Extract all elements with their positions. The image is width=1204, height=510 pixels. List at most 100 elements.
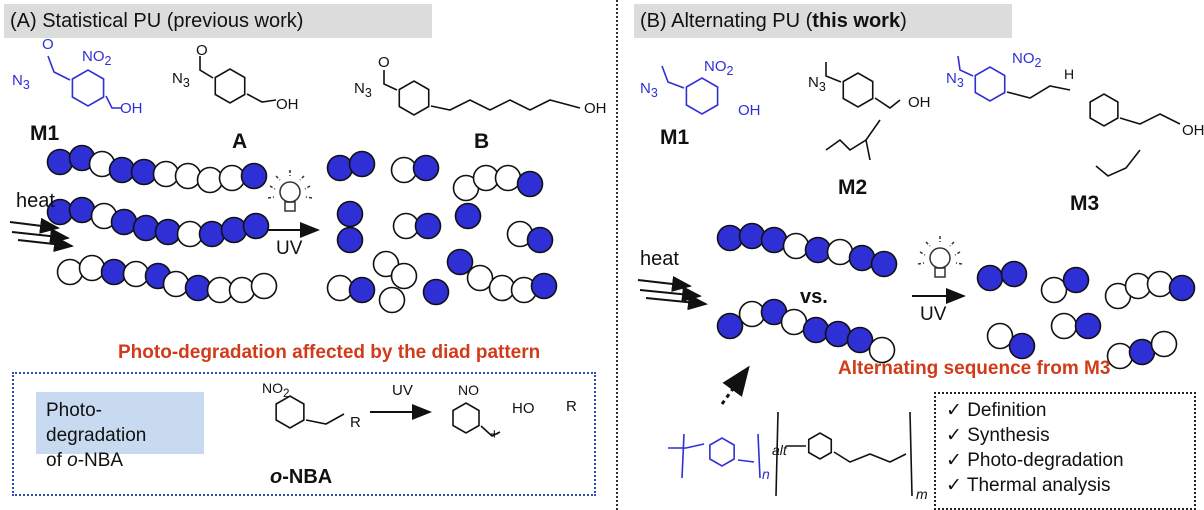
bead: [240, 162, 268, 190]
bracket-m-left: [775, 411, 779, 497]
frag-a13: [466, 264, 558, 304]
frag-a9: [446, 248, 474, 276]
chem-n3-m2: N3: [808, 74, 826, 94]
frag-b1: [976, 260, 1028, 292]
bead: [1146, 270, 1174, 298]
chain-b2: [716, 298, 896, 364]
chem-no2-m1b: NO2: [704, 58, 734, 78]
bead: [824, 320, 852, 348]
bead: [348, 150, 376, 178]
checklist-item: ✓ Thermal analysis: [946, 475, 1111, 496]
chem-o-b: O: [378, 54, 390, 71]
label-m1-a: M1: [30, 122, 60, 145]
bead: [716, 312, 744, 340]
alt-label: alt: [772, 442, 787, 458]
bead: [390, 156, 418, 184]
chem-n3-m1b: N3: [640, 80, 658, 100]
frag-a5: [392, 212, 442, 240]
frag-a8: [372, 250, 418, 290]
bead: [152, 160, 180, 188]
bead: [802, 316, 830, 344]
bead: [1062, 266, 1090, 294]
bracket-n-right: [757, 433, 761, 479]
frag-a2: [390, 154, 440, 184]
chain-a1: [46, 144, 268, 194]
bead: [738, 300, 766, 328]
heat-arrow-b3: [645, 294, 708, 311]
bracket-n-left: [681, 433, 685, 479]
lightbulb-icon-b: [917, 236, 963, 278]
bead: [162, 270, 190, 298]
bead: [1000, 260, 1028, 288]
label-a: A: [232, 130, 248, 153]
heat-arrow-a2: [11, 228, 70, 245]
bead: [250, 272, 278, 300]
chem-oh-m2: OH: [908, 94, 931, 111]
heat-label-a: heat: [16, 190, 55, 212]
frag-a4: [336, 200, 364, 254]
chem-n3-b: N3: [354, 80, 372, 100]
bead: [196, 166, 224, 194]
chem-no2-m3: NO2: [1012, 50, 1042, 70]
frag-a7: [506, 220, 554, 254]
bead: [1106, 342, 1134, 370]
frag-a6: [454, 202, 482, 230]
panel-b-title: (B) Alternating PU (this work): [634, 4, 1012, 38]
bead: [56, 258, 84, 286]
chem-oh-m1b: OH: [738, 102, 761, 119]
bead: [1040, 276, 1068, 304]
bead: [516, 170, 544, 198]
nba-r-1: R: [350, 414, 361, 431]
caption-b: Alternating sequence from M3: [838, 358, 1111, 379]
ring-nba-product: [452, 402, 480, 434]
n-label: n: [762, 466, 770, 482]
bead: [378, 286, 406, 314]
bead: [122, 260, 150, 288]
bead: [846, 326, 874, 354]
chem-oh-a: OH: [276, 96, 299, 113]
bead: [68, 196, 96, 224]
ring-poly-1: [709, 437, 735, 467]
nba-ho: HO: [512, 400, 535, 417]
bead: [422, 278, 450, 306]
bead: [414, 212, 442, 240]
frag-b2: [1040, 266, 1090, 304]
frag-b5: [1050, 312, 1102, 340]
label-m3: M3: [1070, 192, 1100, 215]
label-m2: M2: [838, 176, 868, 199]
frag-b7: [1150, 330, 1178, 358]
bead: [488, 274, 516, 302]
bead: [412, 154, 440, 182]
bead: [1150, 330, 1178, 358]
ring-poly-2: [807, 432, 833, 460]
checklist-item: ✓ Photo-degradation: [946, 450, 1124, 471]
chem-n3-m1a: N3: [12, 72, 30, 92]
bead: [986, 322, 1014, 350]
chem-oh-b: OH: [584, 100, 607, 117]
checklist-item: ✓ Definition: [946, 400, 1047, 421]
panel-a-title: (A) Statistical PU (previous work): [4, 4, 432, 38]
ring-m1-a: [71, 69, 105, 107]
bead: [174, 162, 202, 190]
bead: [390, 262, 418, 290]
ring-m3-a: [974, 66, 1006, 102]
bead: [228, 276, 256, 304]
pointer-arrow: [720, 365, 750, 405]
frag-a12: [422, 278, 450, 306]
chem-oh-m3: OH: [1182, 122, 1204, 139]
bead: [110, 208, 138, 236]
bead: [100, 258, 128, 286]
chem-h-m3: H: [1064, 66, 1075, 82]
nba-box: [12, 372, 596, 496]
bead: [154, 218, 182, 246]
frag-a10: [326, 274, 376, 304]
bead: [1050, 312, 1078, 340]
nba-r-2: R: [566, 398, 577, 415]
bead: [826, 238, 854, 266]
panel-divider: [616, 0, 618, 510]
checklist-item: ✓ Synthesis: [946, 425, 1050, 446]
bead: [242, 212, 270, 240]
ring-m2: [842, 72, 874, 108]
